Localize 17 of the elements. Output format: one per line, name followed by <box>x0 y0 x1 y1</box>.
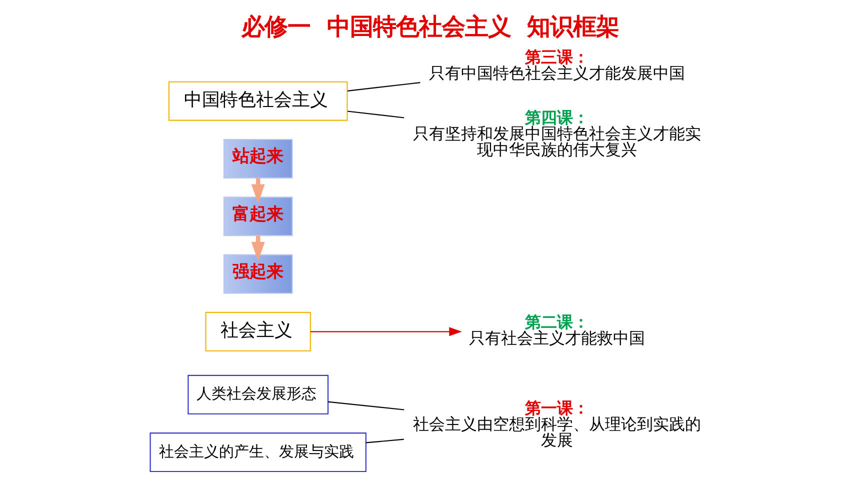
connector <box>347 82 420 92</box>
node-text: 第四课： 只有坚持和发展中国特色社会主义才能实现中华民族的伟大复兴 <box>412 108 700 159</box>
connector <box>328 401 404 410</box>
connector <box>366 438 404 444</box>
connector <box>347 110 404 118</box>
node-box: 社会主义的产生、发展与实践 <box>149 432 366 472</box>
node-box: 社会主义 <box>204 312 310 352</box>
node-box: 人类社会发展形态 <box>187 374 328 414</box>
node-text: 第一课： 社会主义由空想到科学、从理论到实践的发展 <box>412 398 700 450</box>
arrow <box>310 327 462 336</box>
node-text: 第三课： 只有中国特色社会主义才能发展中国 <box>428 48 684 83</box>
node-box: 强起来 <box>222 254 292 294</box>
node-box: 站起来 <box>222 138 292 178</box>
node-box: 富起来 <box>222 196 292 236</box>
diagram-title: 必修一 中国特色社会主义 知识框架 <box>241 12 619 40</box>
node-box: 中国特色社会主义 <box>168 81 348 121</box>
node-text: 第二课： 只有社会主义才能救中国 <box>468 312 644 348</box>
